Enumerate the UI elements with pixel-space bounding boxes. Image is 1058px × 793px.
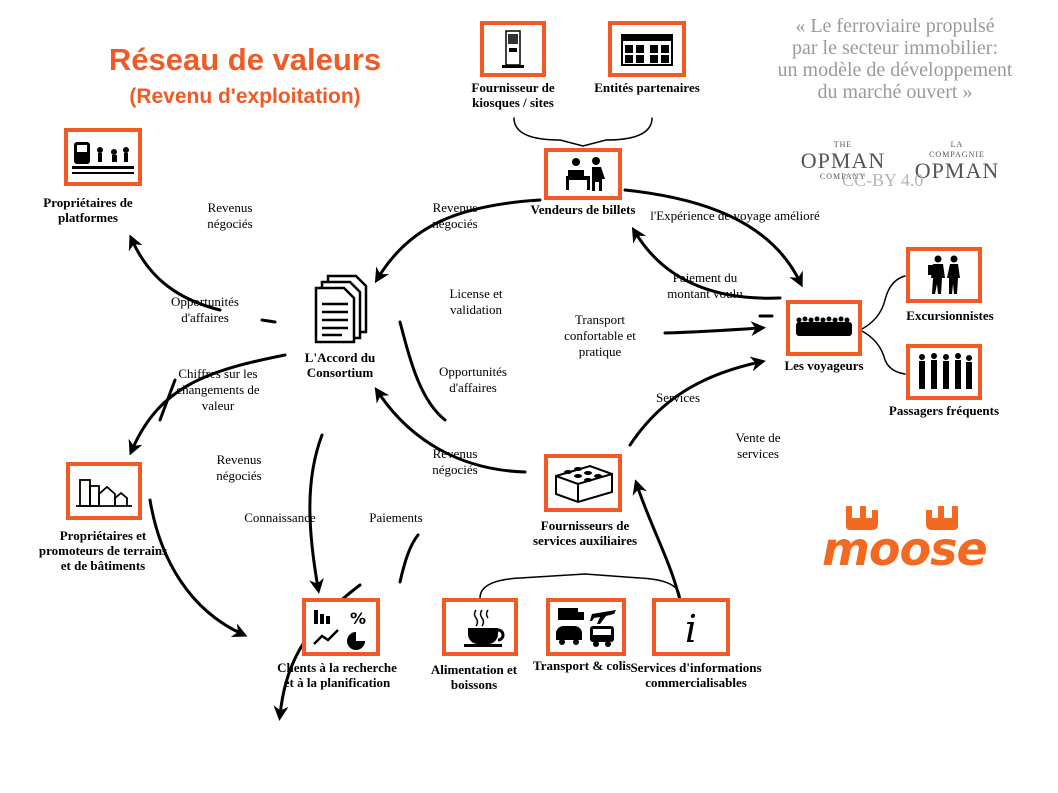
arrow-accord-clients xyxy=(308,433,324,594)
edge-label-revenus-vendeurs: Revenus négociés xyxy=(432,200,478,231)
quote-line: « Le ferroviaire propulsé xyxy=(795,15,995,37)
edge-label-connaissance: Connaissance xyxy=(244,510,316,525)
diagram-title: Réseau de valeurs xyxy=(108,42,382,77)
brace-auxiliary-link xyxy=(479,573,681,599)
label-passagers: Passagers fréquents xyxy=(888,403,1000,418)
logo-line: THE xyxy=(833,140,853,149)
node-entites xyxy=(608,21,686,77)
arrow-accord-voyageurs xyxy=(663,321,766,337)
arrow-voyageurs-vendeurs xyxy=(631,226,782,300)
quote-line: par le secteur immobilier: xyxy=(791,37,999,59)
lego-brick-icon xyxy=(555,464,613,504)
label-clients: Clients à la recherche et à la planifica… xyxy=(277,660,397,690)
arrow-accord-opportunites xyxy=(398,320,447,422)
edge-label-opportunites-fournisseurs: Opportunités d'affaires xyxy=(439,364,507,395)
edge-label-opportunites-plateformes: Opportunités d'affaires xyxy=(171,294,239,325)
arrow-accord-proprietaires xyxy=(128,353,287,456)
node-voyageurs xyxy=(786,300,862,356)
edge-label-paiement: Paiement du montant voulu xyxy=(667,270,743,301)
edge-label-license: License et validation xyxy=(449,286,503,317)
arrow-fournisseurs-voyageurs xyxy=(628,356,766,447)
storefront-icon xyxy=(621,34,673,66)
label-fournisseurs: Fournisseurs de services auxiliaires xyxy=(532,518,638,548)
label-proprietaires: Propriétaires et promoteurs de terrains … xyxy=(38,528,168,573)
edge-label-transport: Transport confortable et pratique xyxy=(564,312,636,359)
svg-text:i: i xyxy=(685,607,697,651)
commuters-icon xyxy=(919,353,972,389)
label-entites: Entités partenaires xyxy=(594,80,700,95)
edge-label-vente: Vente de services xyxy=(735,430,781,461)
node-services-info: i xyxy=(652,598,730,656)
brace-travellers-link xyxy=(859,275,906,375)
info-icon: i xyxy=(685,607,697,651)
logo-name: OPMAN xyxy=(800,148,886,173)
label-kiosques: Fournisseur de kiosques / sites xyxy=(471,80,555,110)
label-excursionnistes: Excursionnistes xyxy=(906,308,994,323)
label-plateformes: Propriétaires de platformes xyxy=(43,195,133,225)
label-vendeurs: Vendeurs de billets xyxy=(530,202,636,217)
node-fournisseurs xyxy=(544,454,622,512)
charts-icon: % xyxy=(313,609,366,650)
buildings-icon xyxy=(76,479,132,507)
label-accord: L'Accord du Consortium xyxy=(304,350,376,380)
logo-line: LA xyxy=(950,140,964,149)
edge-label-experience: l'Expérience de voyage amélioré xyxy=(650,208,820,223)
svg-text:%: % xyxy=(350,609,366,628)
moose-antlers-icon xyxy=(846,506,958,530)
vehicles-icon xyxy=(556,608,616,647)
moose-logo-text: moose xyxy=(822,522,988,576)
node-kiosques xyxy=(480,21,546,77)
logo-line: COMPAGNIE xyxy=(929,150,985,159)
diagram-subtitle: (Revenu d'exploitation) xyxy=(129,85,361,108)
brace-supplier-link xyxy=(513,117,653,147)
node-excursionnistes xyxy=(906,247,982,303)
documents-icon xyxy=(314,274,368,344)
node-vendeurs xyxy=(544,148,622,200)
edge-label-revenus-proprietaires: Revenus négociés xyxy=(216,452,262,483)
edge-label-revenus-plateformes: Revenus négociés xyxy=(207,200,253,231)
ticket-seller-icon xyxy=(566,157,605,191)
logo-line: COMPANY xyxy=(819,172,867,181)
arrow-proprietaires-clients xyxy=(148,498,248,638)
node-plateformes xyxy=(64,128,142,186)
logo-name: OPMAN xyxy=(914,158,1000,183)
node-passagers xyxy=(906,344,982,400)
platform-icon xyxy=(72,142,134,174)
edge-label-chiffres: Chiffres sur les changements de valeur xyxy=(176,366,260,413)
license-text: CC-BY 4.0 xyxy=(842,170,924,190)
arrow-fournisseurs-accord xyxy=(374,387,527,474)
arrow-opportunites-plateformes xyxy=(128,234,222,312)
kiosk-icon xyxy=(502,30,524,68)
opman-compagnie-logo: LA COMPAGNIE OPMAN xyxy=(910,140,1004,182)
quote-block: « Le ferroviaire propulsé par le secteur… xyxy=(740,15,1050,103)
node-alimentation xyxy=(442,598,518,656)
label-transport-colis: Transport & colis xyxy=(533,658,631,673)
quote-line: du marché ouvert » xyxy=(817,81,973,103)
edge-label-paiements: Paiements xyxy=(369,510,423,525)
arrow-info-fournisseurs xyxy=(632,479,682,602)
quote-line: un modèle de développement xyxy=(777,59,1013,81)
coffee-cup-icon xyxy=(464,609,505,647)
arrow-vendeurs-voyageurs xyxy=(623,188,803,288)
node-clients: % xyxy=(302,598,380,656)
edge-label-revenus-fournisseurs: Revenus négociés xyxy=(432,446,478,477)
label-voyageurs: Les voyageurs xyxy=(784,358,864,373)
crowd-icon xyxy=(796,316,852,336)
node-accord xyxy=(312,272,372,344)
node-transport-colis xyxy=(546,598,626,656)
opman-company-logo: THE OPMAN COMPANY xyxy=(796,140,890,182)
arrow-vendeurs-accord xyxy=(374,198,542,284)
label-alimentation: Alimentation et boissons xyxy=(430,662,518,692)
edge-label-services: Services xyxy=(655,390,701,405)
label-services-info: Services d'informations commercialisable… xyxy=(630,660,762,690)
node-proprietaires xyxy=(66,462,142,520)
hikers-icon xyxy=(928,255,960,294)
